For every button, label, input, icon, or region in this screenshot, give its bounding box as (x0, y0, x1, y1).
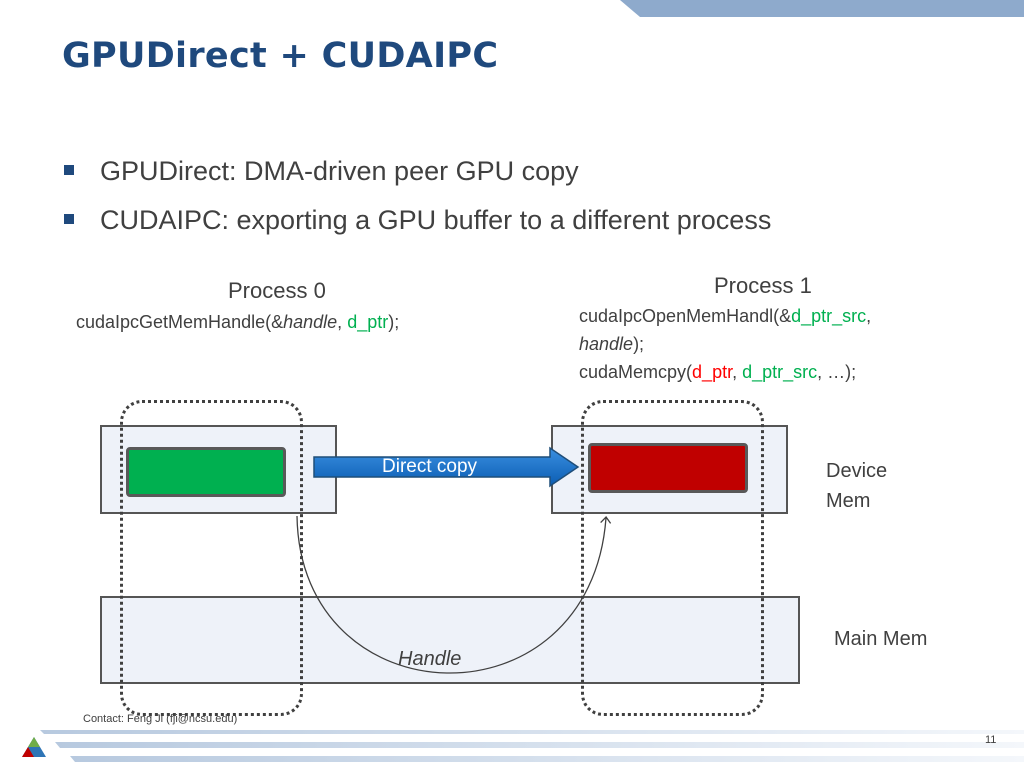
process1-code-line1: cudaIpcOpenMemHandl(&d_ptr_src, (579, 306, 872, 326)
dest-gpu-buffer (588, 443, 748, 493)
logo-icon (22, 737, 46, 757)
slide-title: GPUDirect + CUDAIPC (62, 36, 499, 76)
square-bullet-icon (64, 213, 74, 224)
main-mem-box (100, 596, 800, 684)
process0-code: cudaIpcGetMemHandle(&handle, d_ptr); (76, 312, 400, 332)
direct-copy-label: Direct copy (382, 456, 478, 477)
direct-copy-arrow (313, 446, 580, 488)
footer-contact: Contact: Feng Ji (fji@ncsu.edu) (83, 713, 238, 725)
process1-code-line2: handle); (579, 334, 645, 354)
process1-code-line3: cudaMemcpy(d_ptr, d_ptr_src, …); (579, 362, 857, 382)
process0-label: Process 0 (228, 278, 326, 303)
bullet-item: CUDAIPC: exporting a GPU buffer to a dif… (64, 205, 771, 236)
device-mem-label: Device Mem (826, 460, 888, 512)
bullet-item: GPUDirect: DMA-driven peer GPU copy (64, 156, 579, 187)
bullet-text: CUDAIPC: exporting a GPU buffer to a dif… (100, 205, 772, 235)
main-mem-label: Main Mem (834, 628, 928, 650)
page-number: 11 (985, 734, 997, 746)
process1-label: Process 1 (714, 273, 812, 298)
handle-label: Handle (398, 648, 462, 670)
footer-bands (40, 730, 1024, 762)
header-band (620, 0, 1024, 17)
bullet-text: GPUDirect: DMA-driven peer GPU copy (100, 156, 579, 186)
square-bullet-icon (64, 164, 74, 175)
source-gpu-buffer (126, 447, 286, 497)
process1-outline (581, 400, 764, 716)
